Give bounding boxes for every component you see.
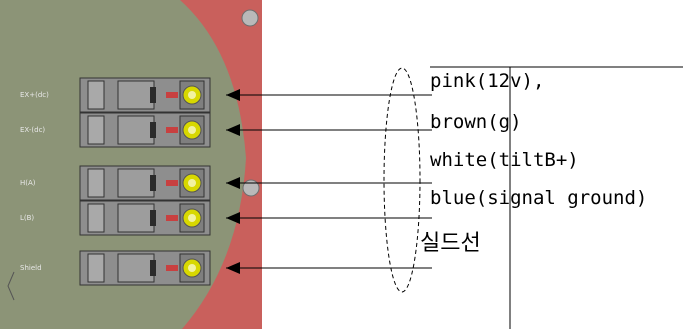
mounting-screw-top <box>241 9 259 27</box>
screw-center <box>188 264 196 272</box>
arrowhead-icon <box>226 124 240 136</box>
terminal-slot <box>150 87 156 103</box>
wire-label: brown(g) <box>430 111 522 133</box>
cable-bundle-ellipse <box>383 67 421 293</box>
terminal-label: EX+(dc) <box>20 91 49 99</box>
terminal-lever <box>87 80 105 110</box>
terminal-contact <box>166 215 178 221</box>
mounting-screw-middle <box>242 179 260 197</box>
terminal-slot <box>150 175 156 191</box>
wire-label: blue(signal ground) <box>430 187 647 209</box>
screw-center <box>188 214 196 222</box>
terminal-slot <box>150 260 156 276</box>
wire-label: white(tiltB+) <box>430 149 579 171</box>
wire-label: pink(12v), <box>430 70 544 92</box>
arrowhead-icon <box>226 89 240 101</box>
terminal-contact <box>166 127 178 133</box>
shield-wire-label: 실드선 <box>420 231 481 256</box>
terminal-label: EX-(dc) <box>20 126 45 134</box>
terminal-slot <box>150 210 156 226</box>
terminal-label: Shield <box>20 264 42 272</box>
terminal-body <box>117 168 155 198</box>
screw-center <box>188 91 196 99</box>
terminal-label: H(A) <box>20 179 36 187</box>
screw-center <box>188 126 196 134</box>
terminal-lever <box>87 168 105 198</box>
terminal-lever <box>87 115 105 145</box>
connector-notch <box>7 271 15 301</box>
terminal-body <box>117 115 155 145</box>
terminal-contact <box>166 265 178 271</box>
wire-label-group: pink(12v), brown(g) white(tiltB+) blue(sign… <box>420 70 647 256</box>
label-bracket <box>430 66 683 329</box>
terminal-body <box>117 203 155 233</box>
arrowhead-icon <box>226 262 240 274</box>
screw-center <box>188 179 196 187</box>
terminal-label: L(B) <box>20 214 34 222</box>
terminal-contact <box>166 180 178 186</box>
terminal-lever <box>87 203 105 233</box>
arrowhead-icon <box>226 177 240 189</box>
terminal-block: EX+(dc) EX-(dc) H(A) L(B) Shield <box>20 77 211 286</box>
terminal-slot <box>150 122 156 138</box>
terminal-body <box>117 80 155 110</box>
wire-group <box>226 89 432 274</box>
terminal-lever <box>87 253 105 283</box>
arrowhead-icon <box>226 212 240 224</box>
terminal-contact <box>166 92 178 98</box>
terminal-body <box>117 253 155 283</box>
